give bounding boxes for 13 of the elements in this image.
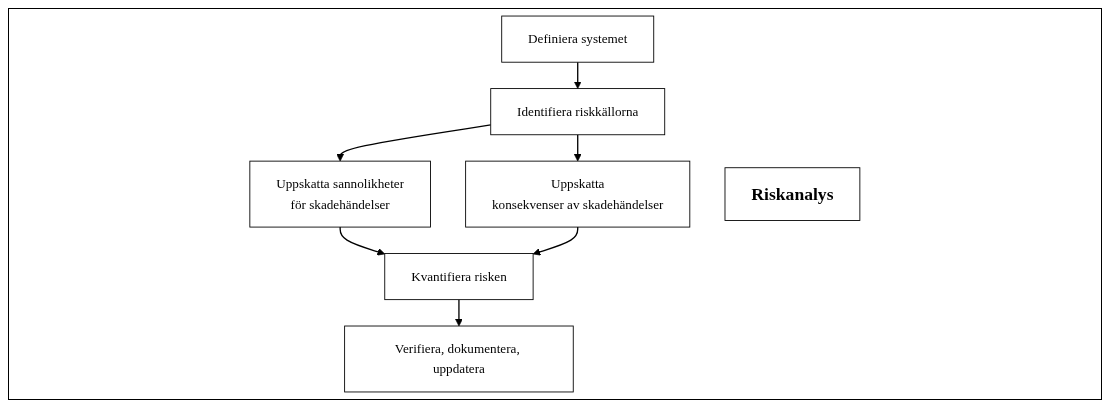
node-box: Uppskatta konsekvenser av skadehändelser bbox=[465, 160, 691, 228]
node-box: Definiera systemet bbox=[501, 15, 655, 63]
node-box: Identifiera riskkällorna bbox=[490, 88, 666, 136]
arrow bbox=[339, 226, 386, 256]
arrow bbox=[532, 226, 579, 256]
node-box: Kvantifiera risken bbox=[384, 253, 534, 301]
node-box: Verifiera, dokumentera, uppdatera bbox=[344, 325, 574, 393]
arrow bbox=[574, 134, 582, 162]
node-box: Riskanalys bbox=[724, 167, 861, 221]
node-box: Uppskatta sannolikheter för skadehändelser bbox=[249, 160, 432, 228]
arrow bbox=[574, 61, 582, 89]
arrow bbox=[336, 124, 492, 162]
arrow bbox=[455, 298, 463, 327]
